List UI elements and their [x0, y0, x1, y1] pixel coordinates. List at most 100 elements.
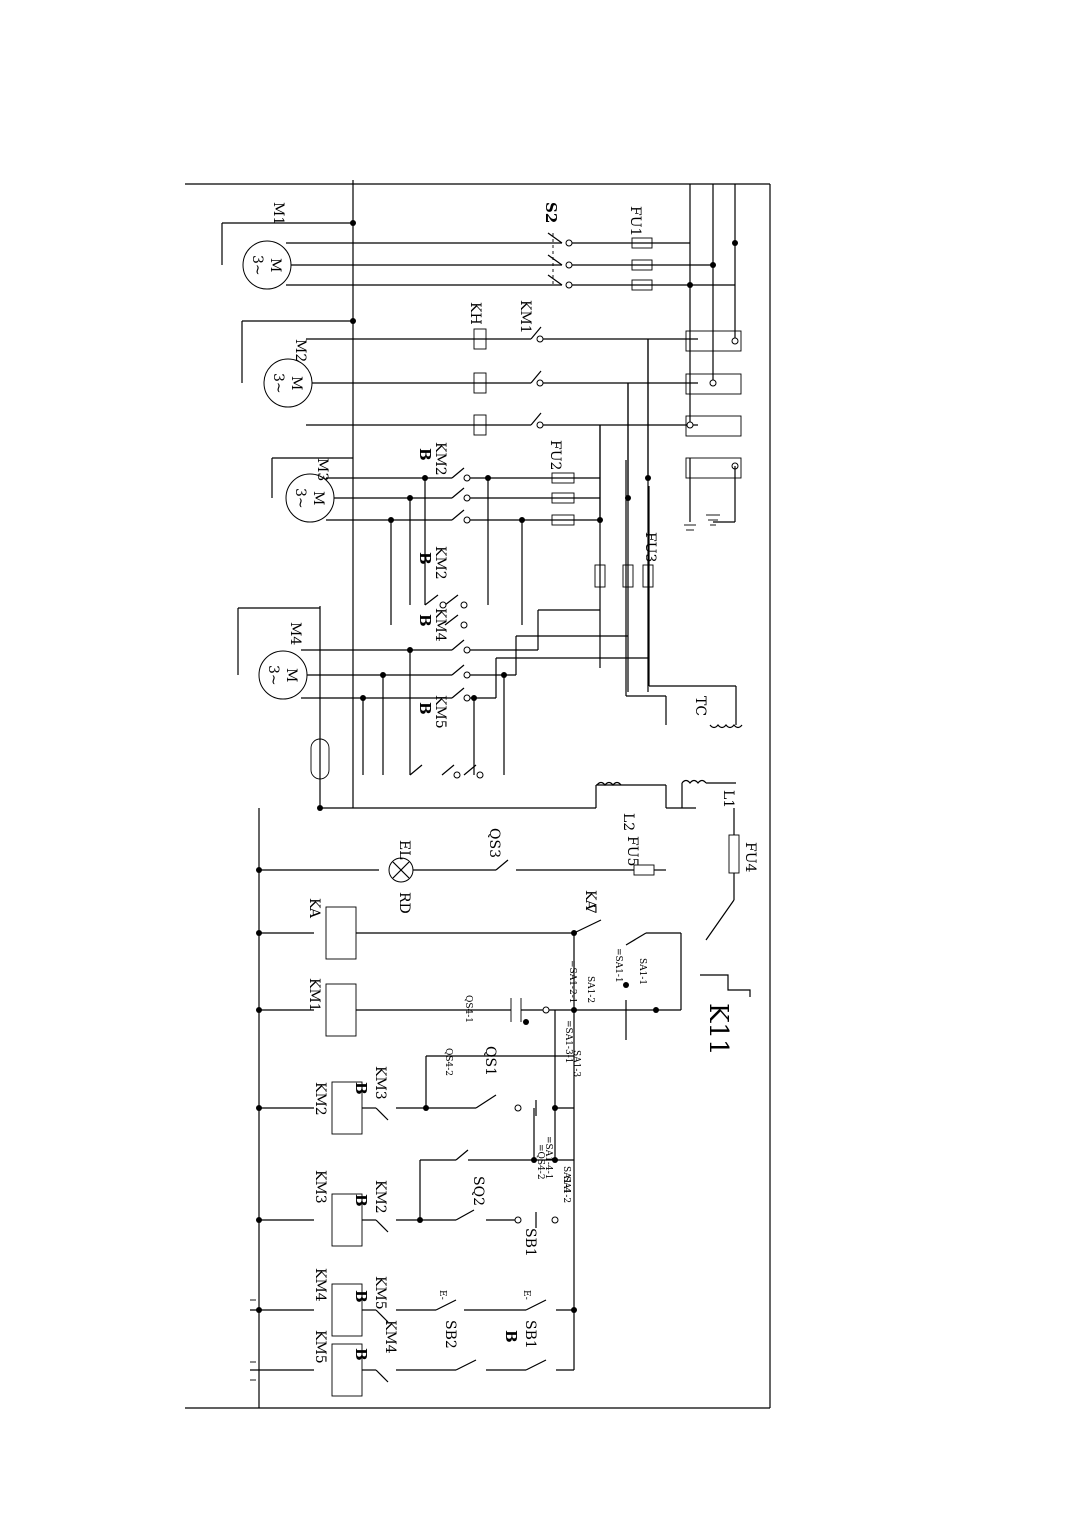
- ka-coil: [325, 906, 357, 960]
- svg-text:B: B: [416, 552, 434, 565]
- kh-relay-1: [473, 328, 487, 350]
- sq2-label: SQ2: [470, 1176, 486, 1206]
- fu4-fuse: [728, 834, 740, 874]
- sa1-1-label: SA1-1: [637, 958, 647, 985]
- fu5-label: FU5: [624, 836, 640, 866]
- fu3-fuse-2: [622, 564, 634, 588]
- m3-label: M3: [314, 458, 330, 481]
- svg-text:3~: 3~: [265, 665, 281, 686]
- km1-coil-label: KM1: [306, 978, 322, 1012]
- fu1-fuse-3: [631, 279, 653, 291]
- fu2-label: FU2: [547, 440, 563, 470]
- fu1-fuse-2: [631, 259, 653, 271]
- km5-top-label: KM5: [432, 695, 448, 729]
- km2-interlock: [375, 1219, 389, 1233]
- s2-pole-2: [547, 254, 563, 266]
- km4-coil-label: KM4: [312, 1268, 328, 1302]
- sb1b-e-mark: E-: [521, 1290, 531, 1300]
- ka-contact: [573, 919, 602, 934]
- qs1-switch: [475, 1094, 497, 1109]
- fu5-fuse: [633, 864, 655, 876]
- tc-label: TC: [692, 696, 708, 716]
- svg-text:M: M: [283, 668, 299, 682]
- fu1-fuse-1: [631, 237, 653, 249]
- svg-text:B: B: [352, 1194, 370, 1207]
- sa1-3-label: SA1-3: [571, 1050, 581, 1077]
- sa1-3-eq-label: =SA1-3-1: [563, 1020, 573, 1063]
- fu3-fuse-3: [642, 564, 654, 588]
- s2-label: S2: [542, 202, 560, 223]
- terminal-block-1: [685, 330, 742, 352]
- rd-label: RD: [396, 892, 412, 914]
- svg-text:B: B: [416, 614, 434, 627]
- km1-top-label: KM1: [517, 300, 533, 334]
- kh-relay-2: [473, 372, 487, 394]
- km3-interlock: [375, 1107, 389, 1121]
- svg-text:B: B: [352, 1348, 370, 1361]
- sa1-2-eq-label: =SA1-2-1: [567, 960, 577, 1003]
- l1-coil: [681, 779, 707, 784]
- sb2-switch: [435, 1299, 457, 1311]
- fu4-switch: [705, 899, 735, 941]
- fu4-label: FU4: [742, 842, 758, 873]
- svg-text:M: M: [288, 376, 304, 390]
- fu2-fuse-1: [551, 472, 575, 484]
- ka-coil-label: KA: [306, 898, 322, 919]
- qs3-switch: [495, 859, 509, 871]
- sa1-4-eq2-label: =QS4-2: [535, 1144, 545, 1180]
- fu3-label: FU3: [642, 532, 658, 562]
- ka-contact-label: KA: [582, 890, 598, 911]
- sb2-e-mark: E-: [437, 1290, 447, 1300]
- qs3-label: QS3: [486, 828, 502, 858]
- sq2-upper: [455, 1149, 469, 1161]
- s2-pole-1: [547, 232, 563, 244]
- kh-label: KH: [467, 302, 483, 325]
- km5-interlock: [375, 1309, 389, 1323]
- fu1-label: FU1: [627, 206, 643, 236]
- km2-coil-label: KM2: [312, 1082, 328, 1116]
- fu3-fuse-1: [594, 564, 606, 588]
- svg-text:B: B: [416, 702, 434, 715]
- km2-top-label-2: KM2: [432, 546, 448, 580]
- svg-text:M: M: [310, 491, 326, 505]
- terminal-block-3: [685, 415, 742, 437]
- km3-coil-label: KM3: [312, 1170, 328, 1204]
- sa1-4-label: SA1-4: [561, 1166, 571, 1193]
- sa1-4-2-label: SA1-2: [561, 1176, 571, 1203]
- km3-contact-label: KM3: [372, 1066, 388, 1100]
- earth-terminal: [685, 457, 742, 479]
- k11-pulse: [700, 974, 751, 997]
- l2-coil: [596, 781, 622, 786]
- m1-label: M1: [270, 202, 286, 225]
- qs4-1-label: QS4-1: [463, 995, 473, 1023]
- km5-contact-label: KM5: [372, 1276, 388, 1310]
- qs1-label: QS1: [482, 1046, 498, 1076]
- sa1-1-eq-label: =SA1-1: [613, 948, 623, 983]
- sb1b-switch: [525, 1299, 547, 1311]
- svg-text:B: B: [502, 1330, 520, 1343]
- sa1-4-eq-label: =SA1-4-1: [543, 1136, 553, 1179]
- fu2-fuse-3: [551, 514, 575, 526]
- fu2-fuse-2: [551, 492, 575, 504]
- qs4-2-label: QS4-2: [443, 1048, 453, 1076]
- km5-coil-label: KM5: [312, 1330, 328, 1364]
- m1-3-text: 3~: [249, 255, 265, 276]
- l2-label: L2: [620, 813, 636, 831]
- km2-top-label-1: KM2: [432, 442, 448, 476]
- km1-coil: [325, 983, 357, 1037]
- svg-text:3~: 3~: [270, 373, 286, 394]
- km2-contact-label: KM2: [372, 1180, 388, 1214]
- ka-7-label: 7: [582, 905, 598, 914]
- sb1b-label: SB1: [522, 1320, 538, 1349]
- l1-label: L1: [720, 790, 736, 808]
- km4-top-label: KM4: [432, 608, 448, 642]
- choke: [310, 738, 330, 780]
- km4-contact-label: KM4: [382, 1320, 398, 1354]
- sq2-switch: [455, 1209, 475, 1221]
- sb1-label: SB1: [522, 1228, 538, 1257]
- svg-text:B: B: [352, 1082, 370, 1095]
- svg-text:B: B: [352, 1290, 370, 1303]
- sa1-2-label: SA1-2: [585, 976, 595, 1003]
- m2-label: M2: [292, 339, 308, 362]
